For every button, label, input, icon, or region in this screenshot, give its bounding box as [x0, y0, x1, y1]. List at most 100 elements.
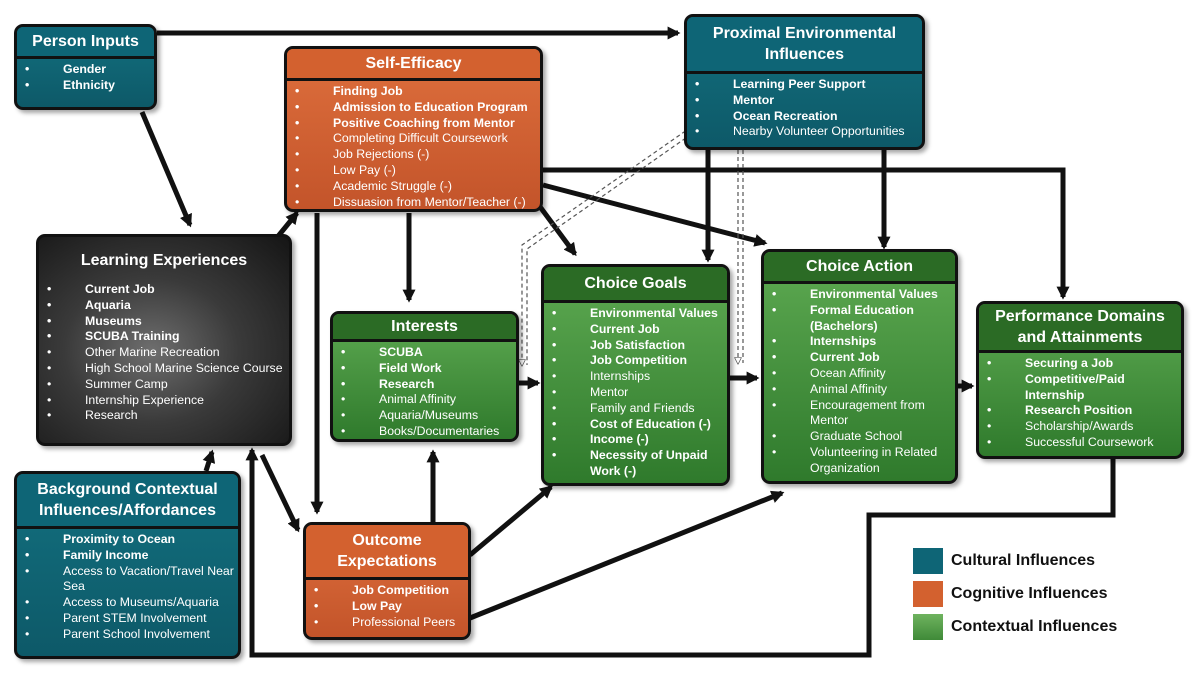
list-item: Low Pay (-) — [295, 163, 536, 179]
list-item: Family Income — [25, 548, 234, 564]
list-item: Internships — [552, 369, 723, 385]
list-item: Animal Affinity — [341, 392, 512, 408]
list-item: Current Job — [552, 322, 723, 338]
list-item: Encouragement from Mentor — [772, 398, 951, 430]
interests-box: Interests SCUBA Field Work Research Anim… — [330, 311, 519, 442]
choice-action-title: Choice Action — [764, 252, 955, 284]
list-item: Ocean Affinity — [772, 366, 951, 382]
edge-learning-to-outcome — [259, 453, 301, 533]
edge-proximal-to-interests-dashed-2 — [526, 125, 704, 365]
list-item: Environmental Values — [552, 306, 723, 322]
list-item: Parent STEM Involvement — [25, 611, 234, 627]
background-influences-title: Background Contextual Influences/Afforda… — [17, 474, 238, 529]
choice-action-box: Choice Action Environmental Values Forma… — [761, 249, 958, 484]
learning-experiences-list: Current Job Aquaria Museums SCUBA Traini… — [39, 279, 289, 426]
edge-selfefficacy-to-choiceaction — [542, 182, 768, 247]
proximal-influences-list: Learning Peer Support Mentor Ocean Recre… — [687, 74, 922, 142]
legend-label-contextual: Contextual Influences — [951, 618, 1118, 635]
person-inputs-box: Person Inputs Gender Ethnicity — [14, 24, 157, 110]
list-item: Ocean Recreation — [695, 109, 918, 125]
list-item: Gender — [25, 62, 150, 78]
person-inputs-list: Gender Ethnicity — [17, 59, 154, 96]
list-item: Other Marine Recreation — [47, 345, 285, 361]
list-item: Research Position — [987, 403, 1177, 419]
legend-swatch-cultural — [913, 548, 943, 574]
list-item: Job Rejections (-) — [295, 147, 536, 163]
performance-domains-title: Performance Domains and Attainments — [979, 304, 1181, 353]
choice-goals-box: Choice Goals Environmental Values Curren… — [541, 264, 730, 486]
person-inputs-title: Person Inputs — [17, 27, 154, 59]
legend-label-cognitive: Cognitive Influences — [951, 585, 1108, 602]
list-item: Dissuasion from Mentor/Teacher (-) — [295, 195, 536, 209]
edge-background-to-learning — [202, 449, 216, 472]
legend-swatch-cognitive — [913, 581, 943, 607]
list-item: Environmental Values — [772, 287, 951, 303]
list-item: Current Job — [47, 282, 285, 298]
background-influences-list: Proximity to Ocean Family Income Access … — [17, 529, 238, 645]
choice-goals-list: Environmental Values Current Job Job Sat… — [544, 303, 727, 482]
outcome-expectations-list: Job Competition Low Pay Professional Pee… — [306, 580, 468, 632]
choice-action-list: Environmental Values Formal Education (B… — [764, 284, 955, 479]
list-item: Scholarship/Awards — [987, 419, 1177, 435]
list-item: Family and Friends — [552, 401, 723, 417]
list-item: SCUBA Training — [47, 329, 285, 345]
learning-experiences-box: Learning Experiences Current Job Aquaria… — [36, 234, 292, 446]
proximal-influences-box: Proximal Environmental Influences Learni… — [684, 14, 925, 150]
learning-experiences-title: Learning Experiences — [80, 252, 248, 269]
list-item: Job Satisfaction — [552, 338, 723, 354]
list-item: Ethnicity — [25, 78, 150, 94]
list-item: Necessity of Unpaid Work (-) — [552, 448, 723, 480]
list-item: Proximity to Ocean — [25, 532, 234, 548]
list-item: Mentor — [695, 93, 918, 109]
list-item: Formal Education (Bachelors) — [772, 303, 951, 335]
edge-selfefficacy-to-performance — [543, 167, 1070, 300]
list-item: SCUBA — [341, 345, 512, 361]
list-item: Summer Camp — [47, 377, 285, 393]
list-item: High School Marine Science Course — [47, 361, 285, 377]
list-item: Job Competition — [552, 353, 723, 369]
self-efficacy-list: Finding Job Admission to Education Progr… — [287, 81, 540, 209]
list-item: Low Pay — [314, 599, 464, 615]
proximal-influences-title: Proximal Environmental Influences — [687, 17, 922, 74]
legend-swatch-contextual — [913, 614, 943, 640]
list-item: Internship Experience — [47, 393, 285, 409]
edge-performance-feedback — [245, 447, 1116, 658]
list-item: Academic Struggle (-) — [295, 179, 536, 195]
edge-person-to-learning — [139, 111, 193, 228]
list-item: Successful Coursework — [987, 435, 1177, 451]
performance-domains-list: Securing a Job Competitive/Paid Internsh… — [979, 353, 1181, 453]
list-item: Admission to Education Program — [295, 100, 536, 116]
list-item: Volunteering in Related Organization — [772, 445, 951, 477]
list-item: Completing Difficult Coursework — [295, 131, 536, 147]
performance-domains-box: Performance Domains and Attainments Secu… — [976, 301, 1184, 459]
list-item: Learning Peer Support — [695, 77, 918, 93]
list-item: Securing a Job — [987, 356, 1177, 372]
list-item: Cost of Education (-) — [552, 417, 723, 433]
list-item: Parent School Involvement — [25, 627, 234, 643]
list-item: Current Job — [772, 350, 951, 366]
list-item: Job Competition — [314, 583, 464, 599]
outcome-expectations-box: Outcome Expectations Job Competition Low… — [303, 522, 471, 640]
legend-item-contextual: Contextual Influences — [913, 614, 1117, 640]
legend-item-cognitive: Cognitive Influences — [913, 581, 1107, 607]
list-item: Nearby Volunteer Opportunities — [695, 124, 918, 140]
edge-outcome-to-choiceaction — [469, 490, 785, 621]
list-item: Books/Documentaries — [341, 424, 512, 439]
list-item: Field Work — [341, 361, 512, 377]
list-item: Access to Vacation/Travel Near Sea — [25, 564, 234, 596]
list-item: Research — [341, 377, 512, 393]
self-efficacy-box: Self-Efficacy Finding Job Admission to E… — [284, 46, 543, 212]
list-item: Income (-) — [552, 432, 723, 448]
legend-label-cultural: Cultural Influences — [951, 552, 1096, 569]
interests-title: Interests — [333, 314, 516, 342]
edge-outcome-to-choicegoals — [468, 485, 553, 557]
choice-goals-title: Choice Goals — [544, 267, 727, 303]
list-item: Museums — [47, 314, 285, 330]
outcome-expectations-title: Outcome Expectations — [306, 525, 468, 580]
list-item: Research — [47, 408, 285, 424]
list-item: Graduate School — [772, 429, 951, 445]
list-item: Positive Coaching from Mentor — [295, 116, 536, 132]
background-influences-box: Background Contextual Influences/Afforda… — [14, 471, 241, 659]
self-efficacy-title: Self-Efficacy — [287, 49, 540, 81]
